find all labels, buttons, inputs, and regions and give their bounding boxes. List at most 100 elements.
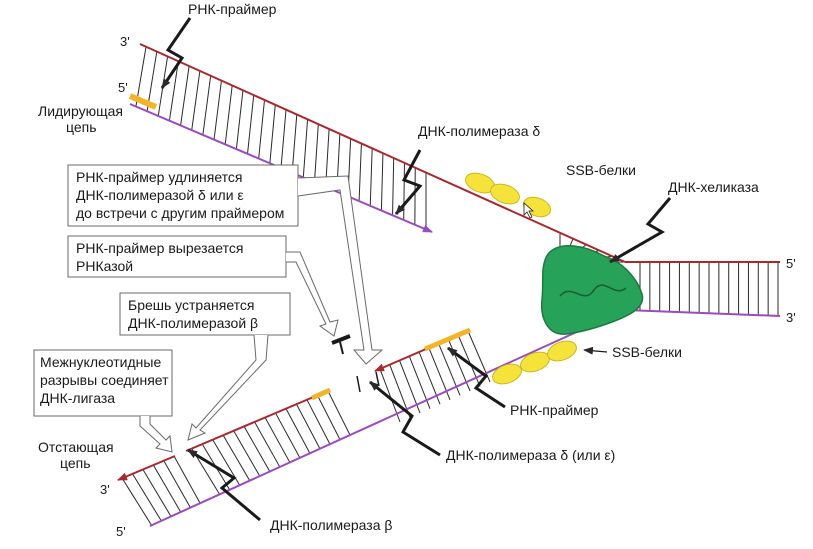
label-lagging-1: Отстающая xyxy=(38,439,114,455)
callout-box-2 xyxy=(67,235,287,278)
callout-box-4-tail xyxy=(139,416,173,453)
callout-box-1-tail xyxy=(297,175,384,365)
callout-4-line-3: ДНК-лигаза xyxy=(40,390,115,406)
leading-base-pair xyxy=(313,124,319,183)
end-right-5: 5' xyxy=(786,256,796,271)
label-ssb-bottom: SSB-белки xyxy=(612,344,682,360)
top-parental-strand xyxy=(139,43,626,263)
lagging-base-pair xyxy=(243,426,271,473)
leading-base-pair xyxy=(168,61,179,121)
lagging-base-pair xyxy=(275,413,301,459)
ssb-proteins-bottom xyxy=(492,340,577,385)
label-helicase: ДНК-хеликаза xyxy=(668,179,759,195)
lagging-base-pair xyxy=(121,477,153,527)
callout-box-3 xyxy=(119,292,291,336)
pointer-pol-delta-eps xyxy=(369,380,441,457)
excised-primer-mark xyxy=(331,334,351,345)
leading-base-pair xyxy=(247,95,255,154)
callout-1-line-2: ДНК-полимеразой δ или ε xyxy=(76,187,244,203)
label-pol-delta-top: ДНК-полимераза δ xyxy=(418,123,540,139)
lagging-base-pair xyxy=(163,460,191,508)
callout-box-2-tail xyxy=(286,251,339,337)
callout-box-4 xyxy=(33,349,173,417)
callout-2-line-1: РНК-праймер вырезается xyxy=(76,240,243,256)
lagging-base-pair xyxy=(317,395,341,440)
leading-base-pair xyxy=(202,76,212,135)
leading-base-pair xyxy=(191,71,201,130)
callout-1-line-1: РНК-праймер удлиняется xyxy=(76,169,243,185)
leading-base-pair xyxy=(369,148,373,207)
right-bottom-strand xyxy=(624,309,781,317)
pointer-pol-delta-top xyxy=(394,149,423,215)
callout-2-line-2: РНКазой xyxy=(76,258,133,274)
callout-4-line-1: Межнуклеотидные xyxy=(40,354,161,370)
dna-helicase-shape xyxy=(540,245,644,335)
lagging-base-pair xyxy=(212,439,241,487)
leading-base-pair xyxy=(213,80,222,140)
callout-text-2: РНК-праймер вырезается РНКазой xyxy=(76,240,243,274)
callout-text-4: Межнуклеотидные разрывы соединяет ДНК-ли… xyxy=(40,354,169,406)
leading-base-pair xyxy=(269,105,276,164)
lagging-base-pair xyxy=(131,473,163,522)
lagging-base-pair xyxy=(457,335,481,387)
label-rna-primer-top: РНК-праймер xyxy=(188,1,277,17)
label-pol-beta: ДНК-полимераза β xyxy=(270,517,392,533)
pointer-helicase xyxy=(609,197,672,264)
leading-base-pair xyxy=(180,66,190,126)
callout-1-line-3: до встречи с другим праймером xyxy=(76,205,284,221)
label-pol-delta-eps: ДНК-полимераза δ (или ε) xyxy=(446,447,615,463)
bottom-parental-strand xyxy=(149,309,626,527)
label-lagging-2: цепь xyxy=(60,455,91,471)
pointer-ssb-bottom xyxy=(583,346,608,355)
end-bottom-5: 5' xyxy=(116,524,126,539)
label-leading-1: Лидирующая xyxy=(38,103,123,119)
lagging-base-pair xyxy=(254,421,281,468)
callout-3-line-1: Брешь устраняется xyxy=(128,297,254,313)
lagging-base-pair xyxy=(447,339,471,392)
lagging-base-pair xyxy=(285,408,311,454)
end-bottom-3: 3' xyxy=(100,482,110,497)
lagging-base-pair xyxy=(467,330,491,383)
label-rna-primer-bottom: РНК-праймер xyxy=(510,402,599,418)
gap-mark-3 xyxy=(375,371,380,387)
end-top-3: 3' xyxy=(120,34,130,49)
lagging-base-pair xyxy=(296,404,321,450)
leading-base-pair xyxy=(403,163,405,221)
lagging-base-pair xyxy=(152,464,182,513)
gap-mark-1 xyxy=(339,341,344,355)
end-top-5: 5' xyxy=(118,80,128,95)
base-pair-rungs xyxy=(121,46,779,527)
label-ssb-top: SSB-белки xyxy=(566,162,636,178)
callout-text-1: РНК-праймер удлиняется ДНК-полимеразой δ… xyxy=(76,169,284,221)
pointer-rna-primer-bottom xyxy=(447,346,506,409)
leading-base-pair xyxy=(291,114,298,173)
leading-base-pair xyxy=(224,85,233,145)
pointer-pol-beta xyxy=(187,448,261,522)
callout-4-line-2: разрывы соединяет xyxy=(40,372,169,388)
leading-rna-primer xyxy=(128,93,158,110)
gap-mark-2 xyxy=(356,375,361,393)
lagging-base-pair xyxy=(142,468,172,518)
lagging-base-pair xyxy=(173,455,201,504)
leading-base-pair xyxy=(235,90,244,149)
pointer-rna-primer-top xyxy=(160,17,192,89)
lagging-rna-primer-1 xyxy=(310,387,332,401)
leading-base-pair xyxy=(258,100,265,159)
lagging-base-pair xyxy=(264,417,291,463)
lagging-fragment-2 xyxy=(185,389,331,452)
leading-base-pair xyxy=(280,109,287,169)
leading-base-pair xyxy=(392,158,395,216)
callout-3-line-2: ДНК-полимеразой β xyxy=(128,315,258,331)
lagging-rna-primer-2 xyxy=(424,327,471,352)
leading-base-pair xyxy=(380,153,384,211)
leading-base-pair xyxy=(358,143,362,202)
lagging-base-pair xyxy=(306,399,331,445)
leading-base-pair xyxy=(302,119,309,178)
end-right-3: 3' xyxy=(786,310,796,325)
lagging-base-pair xyxy=(222,435,251,482)
helicase-inner-strand xyxy=(559,284,627,297)
lagging-fragment-1 xyxy=(117,455,176,481)
lagging-base-pair xyxy=(233,430,261,477)
lagging-base-pair xyxy=(327,390,351,436)
